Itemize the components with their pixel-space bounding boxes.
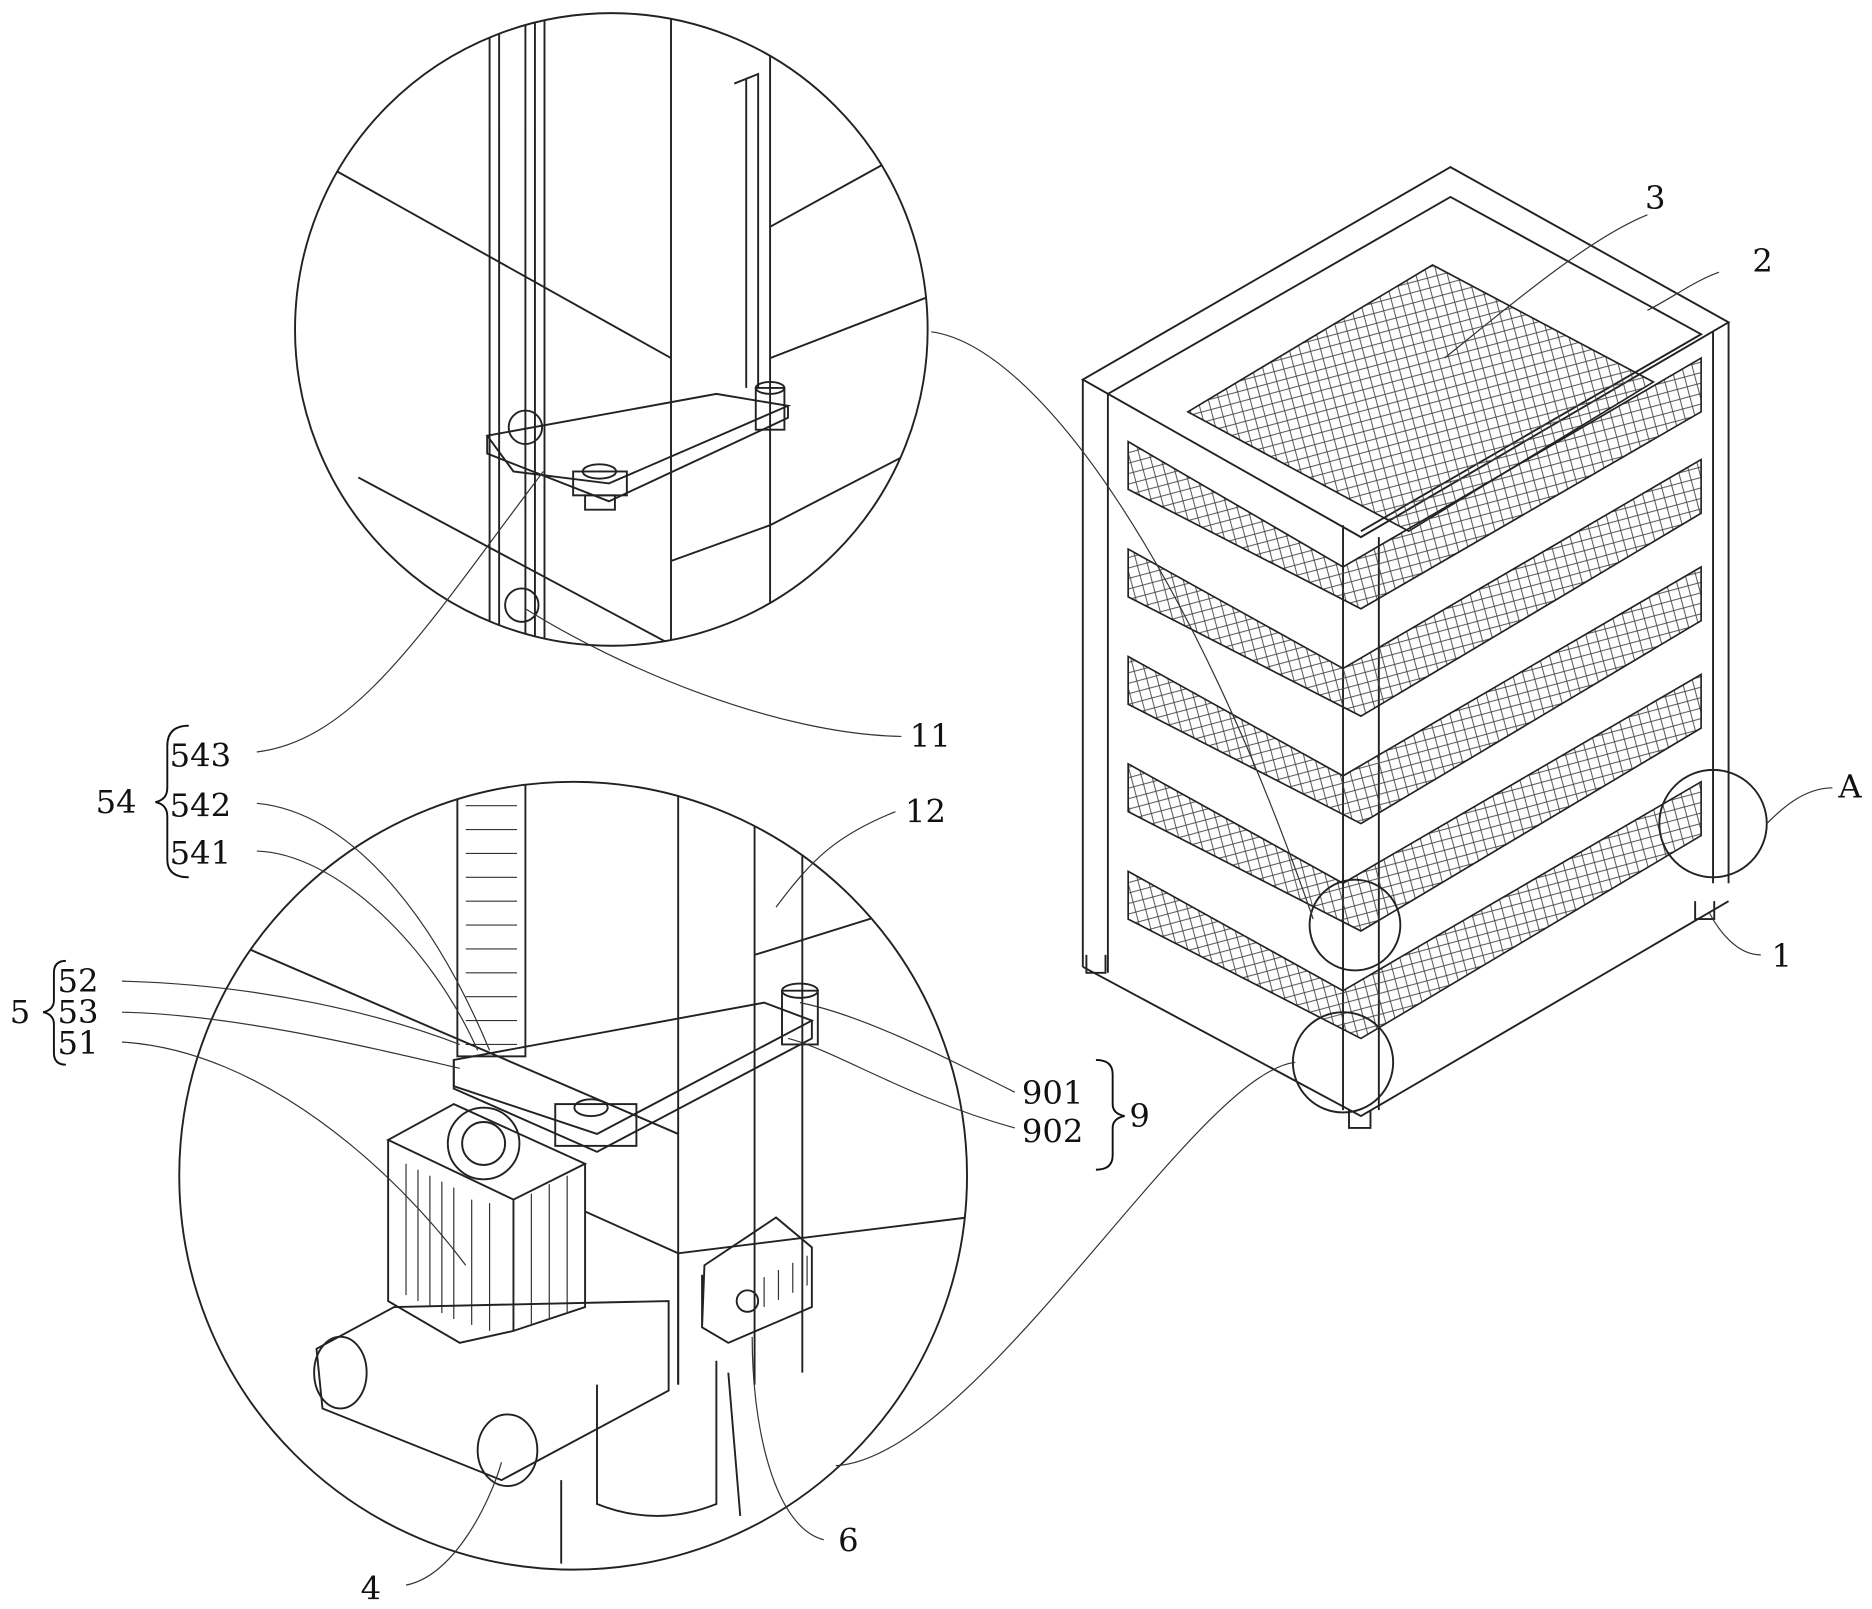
label-54: 54 xyxy=(96,783,137,821)
storage-rack xyxy=(1083,167,1767,1128)
label-901: 901 xyxy=(1022,1074,1084,1112)
label-12: 12 xyxy=(905,792,946,830)
label-6: 6 xyxy=(838,1522,858,1560)
label-9: 9 xyxy=(1129,1097,1150,1135)
label-541: 541 xyxy=(170,834,232,872)
label-4: 4 xyxy=(361,1569,382,1607)
top-detail-view xyxy=(287,0,955,668)
label-543: 543 xyxy=(170,736,232,774)
label-A: A xyxy=(1837,767,1862,805)
brace-9 xyxy=(1096,1060,1125,1170)
label-902: 902 xyxy=(1022,1112,1084,1150)
label-542: 542 xyxy=(170,786,232,824)
bottom-detail-view xyxy=(179,782,967,1570)
label-51: 51 xyxy=(57,1024,98,1062)
label-11: 11 xyxy=(910,717,951,755)
label-2: 2 xyxy=(1752,242,1773,280)
label-5: 5 xyxy=(10,993,31,1031)
label-1: 1 xyxy=(1772,937,1793,975)
label-3: 3 xyxy=(1645,179,1666,217)
